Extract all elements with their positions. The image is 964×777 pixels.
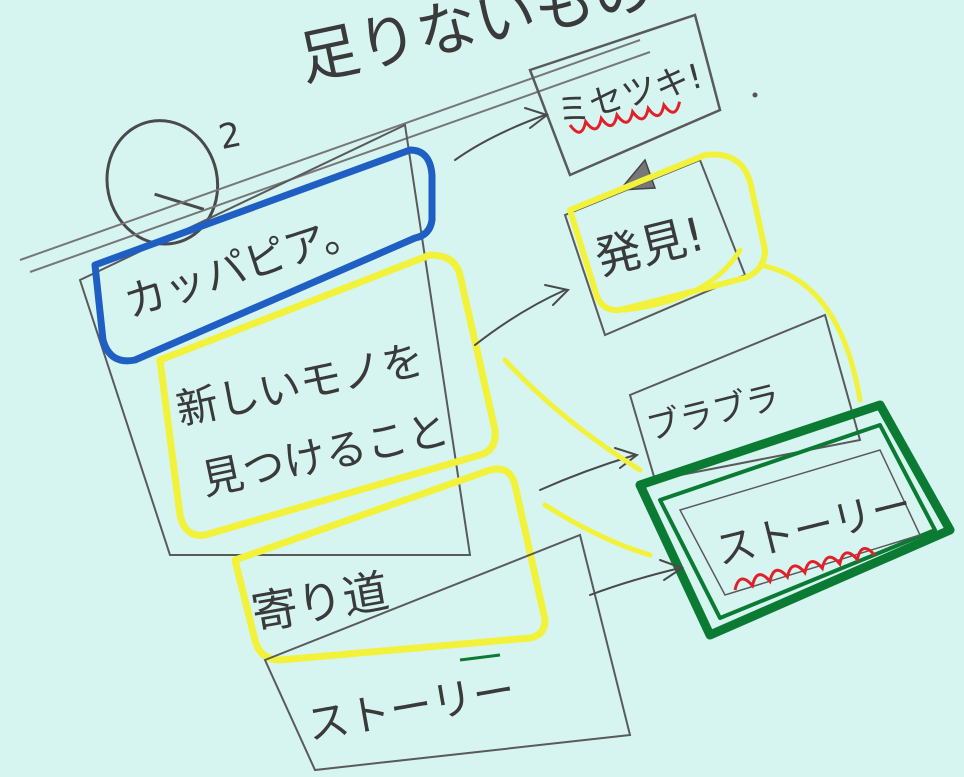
left-box-d-frame <box>263 533 632 772</box>
q-number: 2 <box>215 114 244 158</box>
green-frame-outer <box>635 400 955 640</box>
yellow-arrows <box>502 247 863 558</box>
left-box-a: カッパピア。 <box>91 146 436 365</box>
yellow-highlight-c <box>231 465 549 664</box>
yellow-arrow-mid-to-bottom <box>757 262 863 403</box>
left-box-c: 寄り道 <box>231 465 549 664</box>
header-rule-2 <box>29 51 651 273</box>
arrow-b-to-mid <box>474 289 566 346</box>
yellow-arrow-mid-loop <box>622 247 743 313</box>
right-box-low-text: ブラブラ <box>643 377 785 449</box>
q-circle <box>105 119 220 246</box>
left-column-frame <box>78 123 472 556</box>
yellow-highlight-b <box>156 251 499 539</box>
left-box-d: ストーリー <box>263 533 632 772</box>
right-box-low: ブラブラ <box>628 313 862 482</box>
title-group: 2 足りないもの <box>105 0 660 246</box>
arrow-a-to-top-head <box>524 107 550 129</box>
yellow-arrow-b-to-low <box>502 357 643 473</box>
red-squiggle-top <box>568 101 682 134</box>
header-rule-1 <box>19 39 641 261</box>
red-squiggle-bottom <box>733 547 876 591</box>
arrow-d-to-bottom-head <box>659 559 685 581</box>
right-box-mid: 発見! <box>563 151 768 337</box>
green-frame-inner <box>658 423 937 620</box>
right-box-mid-text: 発見! <box>590 207 710 286</box>
left-box-c-text: 寄り道 <box>248 564 393 641</box>
arrow-b-to-mid-head <box>544 284 571 306</box>
green-dash <box>459 653 501 662</box>
yellow-arrow-c-to-bottom <box>542 502 653 558</box>
right-box-low-frame <box>628 313 862 482</box>
left-box-d-text: ストーリー <box>303 665 518 750</box>
dot-mark <box>752 92 758 98</box>
arrow-a-to-top <box>454 114 546 161</box>
q-tail <box>154 192 205 211</box>
arrow-d-to-bottom <box>589 567 681 596</box>
right-box-bottom-pencil <box>678 449 922 596</box>
blue-highlight <box>91 146 436 365</box>
right-box-top-frame <box>528 13 722 177</box>
